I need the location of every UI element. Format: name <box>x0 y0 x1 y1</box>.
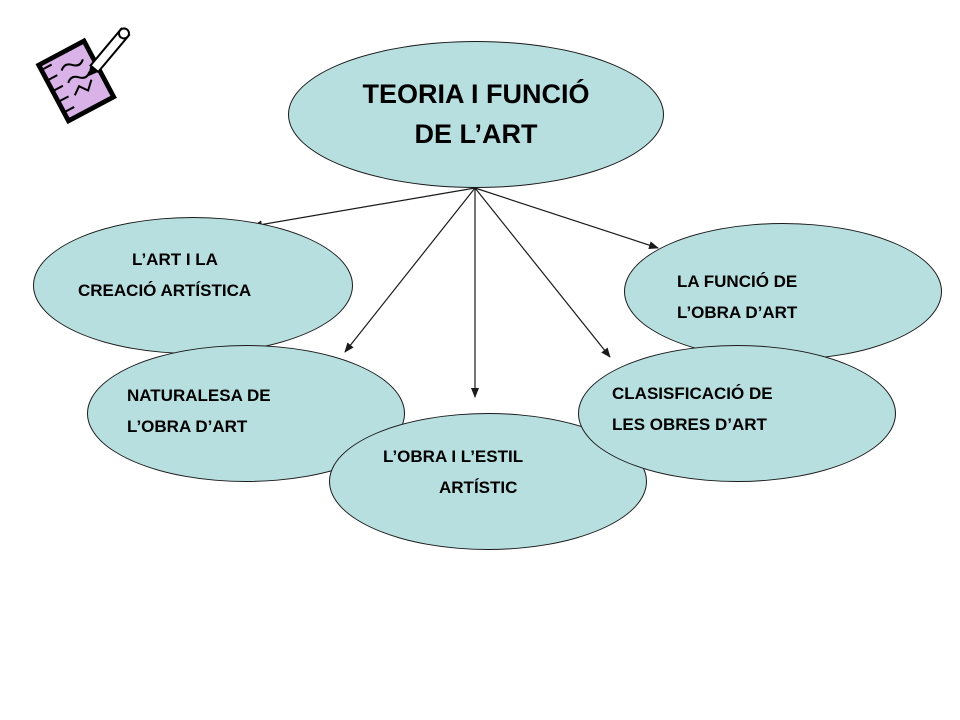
classification-line-1: CLASISFICACIÓ DE <box>612 384 773 403</box>
topic-node-classification <box>578 345 896 482</box>
topic-label-art-creation: L’ART I LA CREACIÓ ARTÍSTICA <box>78 244 251 306</box>
central-topic-line-1: TEORIA I FUNCIÓ <box>362 79 590 109</box>
topic-node-function <box>624 223 942 360</box>
arrow-to-classification <box>474 187 611 358</box>
work-style-line-1: L’OBRA I L’ESTIL <box>383 447 524 466</box>
art-creation-line-2: CREACIÓ ARTÍSTICA <box>78 281 252 300</box>
arrow-to-function <box>474 187 659 249</box>
topic-label-classification: CLASISFICACIÓ DE LES OBRES D’ART <box>612 378 773 440</box>
function-line-1: LA FUNCIÓ DE <box>677 272 798 291</box>
central-topic-label: TEORIA I FUNCIÓ DE L’ART <box>288 74 664 154</box>
classification-line-2: LES OBRES D’ART <box>612 415 767 434</box>
central-topic-node <box>288 41 664 188</box>
arrow-to-art-creation <box>252 187 476 229</box>
topic-label-nature: NATURALESA DE L’OBRA D’ART <box>127 380 271 442</box>
topic-label-work-style: L’OBRA I L’ESTIL ARTÍSTIC <box>383 441 523 503</box>
art-creation-line-1: L’ART I LA <box>132 250 218 269</box>
topic-label-function: LA FUNCIÓ DE L’OBRA D’ART <box>677 266 797 328</box>
work-style-line-2: ARTÍSTIC <box>439 478 518 497</box>
central-topic-line-2: DE L’ART <box>414 119 538 149</box>
nature-line-2: L’OBRA D’ART <box>127 417 248 436</box>
topic-node-art-creation <box>33 217 353 354</box>
nature-line-1: NATURALESA DE <box>127 386 271 405</box>
function-line-2: L’OBRA D’ART <box>677 303 798 322</box>
arrow-to-nature <box>344 187 476 353</box>
notepad-with-pencil-icon <box>35 27 131 124</box>
